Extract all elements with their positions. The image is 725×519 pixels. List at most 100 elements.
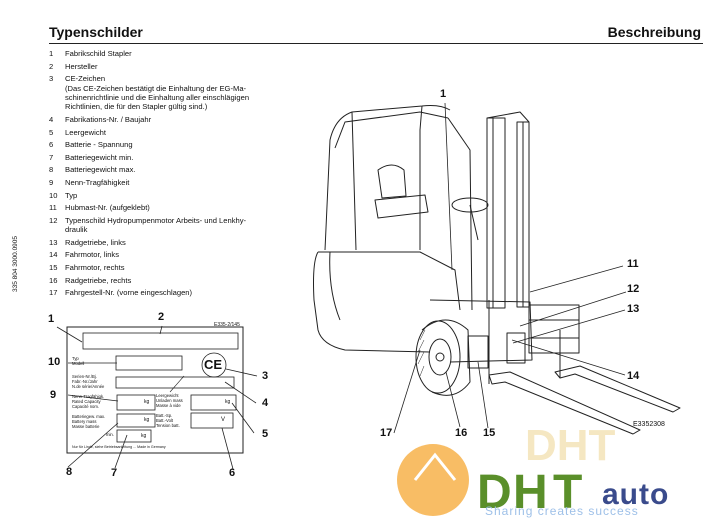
legend-item: 10 Typ — [49, 191, 269, 200]
plate-voltage-text: Batt.-Sp. Batt.-Volt Tension batt. — [156, 413, 180, 428]
legend-item-text: Batteriegewicht max. — [65, 165, 136, 175]
legend-item-text: Nenn-Tragfähigkeit — [65, 177, 130, 187]
plate-callout-2: 2 — [158, 311, 165, 323]
legend-item-number: 7 — [49, 152, 54, 162]
legend-item-number: 4 — [49, 115, 54, 124]
legend-item: 2 Hersteller — [49, 62, 269, 71]
plate-unladen-text: Leergewicht Unladen mass Masse à vide — [156, 393, 183, 408]
legend-item-text: Hubmast-Nr. (aufgeklebt) — [65, 203, 150, 213]
legend-item: 4 Fabrikations-Nr. / Baujahr — [49, 115, 269, 124]
legend-item: 9 Nenn-Tragfähigkeit — [49, 178, 269, 187]
legend-item: 1 Fabrikschild Stapler — [49, 49, 269, 58]
plate-kg-unit-3: kg — [144, 417, 150, 423]
legend-item-number: 6 — [49, 140, 54, 150]
legend-item-number: 14 — [49, 250, 58, 260]
ce-mark: CE — [204, 357, 223, 372]
legend-item-number: 5 — [49, 127, 54, 137]
nameplate-outline — [66, 326, 244, 454]
plate-callout-4: 4 — [262, 397, 269, 409]
plate-battmax-text: Batteriegew. max. Battery mass Masse bat… — [72, 414, 106, 429]
watermark-brand: auto — [602, 478, 670, 511]
legend-item-number: 9 — [49, 177, 54, 187]
svg-text:DHT: DHT — [525, 421, 616, 470]
truck-callout-14: 14 — [627, 370, 640, 382]
legend-list: 1 Fabrikschild Stapler 2 Hersteller 3 CE-Zeic… — [49, 49, 269, 301]
legend-item-text: Leergewicht — [65, 127, 106, 137]
plate-battmin-text: min. — [106, 432, 114, 437]
legend-item-text: Radgetriebe, links — [65, 237, 126, 247]
plate-callout-9: 9 — [50, 389, 57, 401]
legend-item-number: 15 — [49, 262, 58, 272]
truck-callout-12: 12 — [627, 283, 640, 295]
figure-code: E3352308 — [633, 421, 665, 428]
truck-callout-16: 16 — [455, 427, 468, 439]
legend-item-number: 2 — [49, 61, 54, 71]
plate-callout-3: 3 — [262, 370, 269, 382]
plate-callout-1: 1 — [48, 313, 55, 325]
plate-callout-10: 10 — [48, 356, 61, 368]
plate-v-unit: V — [221, 417, 226, 423]
plate-typ-text: Typ Modell — [72, 356, 85, 366]
legend-item: 16 Radgetriebe, rechts — [49, 276, 269, 285]
plate-callout-8: 8 — [66, 466, 73, 478]
watermark-tagline: Sharing creates success — [485, 504, 639, 518]
plate-code: E335-2/145 — [214, 322, 240, 328]
legend-item-text: Fabrikations-Nr. / Baujahr — [65, 115, 152, 124]
legend-item-text: CE-Zeichen (Das CE-Zeichen bestätigt die… — [65, 74, 250, 112]
legend-item-number: 11 — [49, 203, 57, 213]
legend-item-text: Radgetriebe, rechts — [65, 275, 132, 285]
truck-callout-1: 1 — [440, 88, 447, 100]
svg-text:D: D — [477, 466, 512, 519]
legend-item: 6 Batterie - Spannung — [49, 140, 269, 149]
battery-max-box — [116, 413, 156, 428]
legend-item-number: 12 — [49, 215, 58, 225]
legend-item-text: Batteriegewicht min. — [65, 152, 134, 162]
plate-serial-text: Serien-Nr./Bj. Fabr.-Nr./Jahr N.de série… — [72, 374, 105, 389]
legend-item: 8 Batteriegewicht max. — [49, 165, 269, 174]
legend-item: 3 CE-Zeichen (Das CE-Zeichen bestätigt di… — [49, 74, 269, 112]
svg-text:H: H — [513, 466, 548, 519]
legend-item-text: Typenschild Hydropumpenmotor Arbeits- un… — [65, 215, 247, 235]
legend-item-number: 17 — [49, 288, 58, 298]
plate-callout-7: 7 — [111, 467, 118, 479]
legend-item: 15 Fahrmotor, rechts — [49, 263, 269, 272]
legend-item-number: 3 — [49, 74, 54, 84]
legend-item-number: 16 — [49, 275, 58, 285]
plate-kg-unit-4: kg — [141, 433, 147, 439]
legend-item: 5 Leergewicht — [49, 128, 269, 137]
plate-kg-unit-2: kg — [225, 399, 231, 405]
legend-item: 13 Radgetriebe, links — [49, 238, 269, 247]
plate-footer: Nur für Linde, siehe Betriebsanleitung .… — [72, 445, 166, 449]
legend-item: 7 Batteriegewicht min. — [49, 153, 269, 162]
legend-item-number: 8 — [49, 165, 54, 175]
legend-item-text: Hersteller — [65, 61, 98, 71]
legend-item-number: 10 — [49, 190, 58, 200]
svg-text:T: T — [553, 466, 582, 519]
header-divider — [49, 43, 703, 44]
legend-item: 12 Typenschild Hydropumpenmotor Arbeits- … — [49, 216, 269, 235]
legend-item-text: Fahrmotor, links — [65, 250, 120, 260]
legend-item: 11 Hubmast-Nr. (aufgeklebt) — [49, 203, 269, 212]
truck-callout-13: 13 — [627, 303, 640, 315]
unladen-mass-box — [190, 394, 237, 411]
truck-callout-11: 11 — [627, 258, 639, 270]
truck-callout-17: 17 — [380, 427, 393, 439]
legend-item-text: Fahrmotor, rechts — [65, 262, 125, 272]
section-title: Typenschilder — [49, 24, 143, 40]
truck-callout-15: 15 — [483, 427, 496, 439]
capacity-box — [116, 394, 156, 411]
plate-kg-unit: kg — [144, 399, 150, 405]
legend-item-text: Typ — [65, 190, 78, 200]
chapter-title: Beschreibung — [607, 24, 701, 40]
legend-item-text: Batterie - Spannung — [65, 140, 133, 150]
voltage-box — [190, 412, 234, 429]
watermark-logo: D H T DHT — [397, 421, 616, 519]
battery-min-box — [116, 429, 152, 443]
legend-item: 14 Fahrmotor, links — [49, 250, 269, 259]
legend-item-text: Fabrikschild Stapler — [65, 49, 132, 58]
legend-item-number: 13 — [49, 237, 58, 247]
legend-item-number: 1 — [49, 49, 54, 58]
